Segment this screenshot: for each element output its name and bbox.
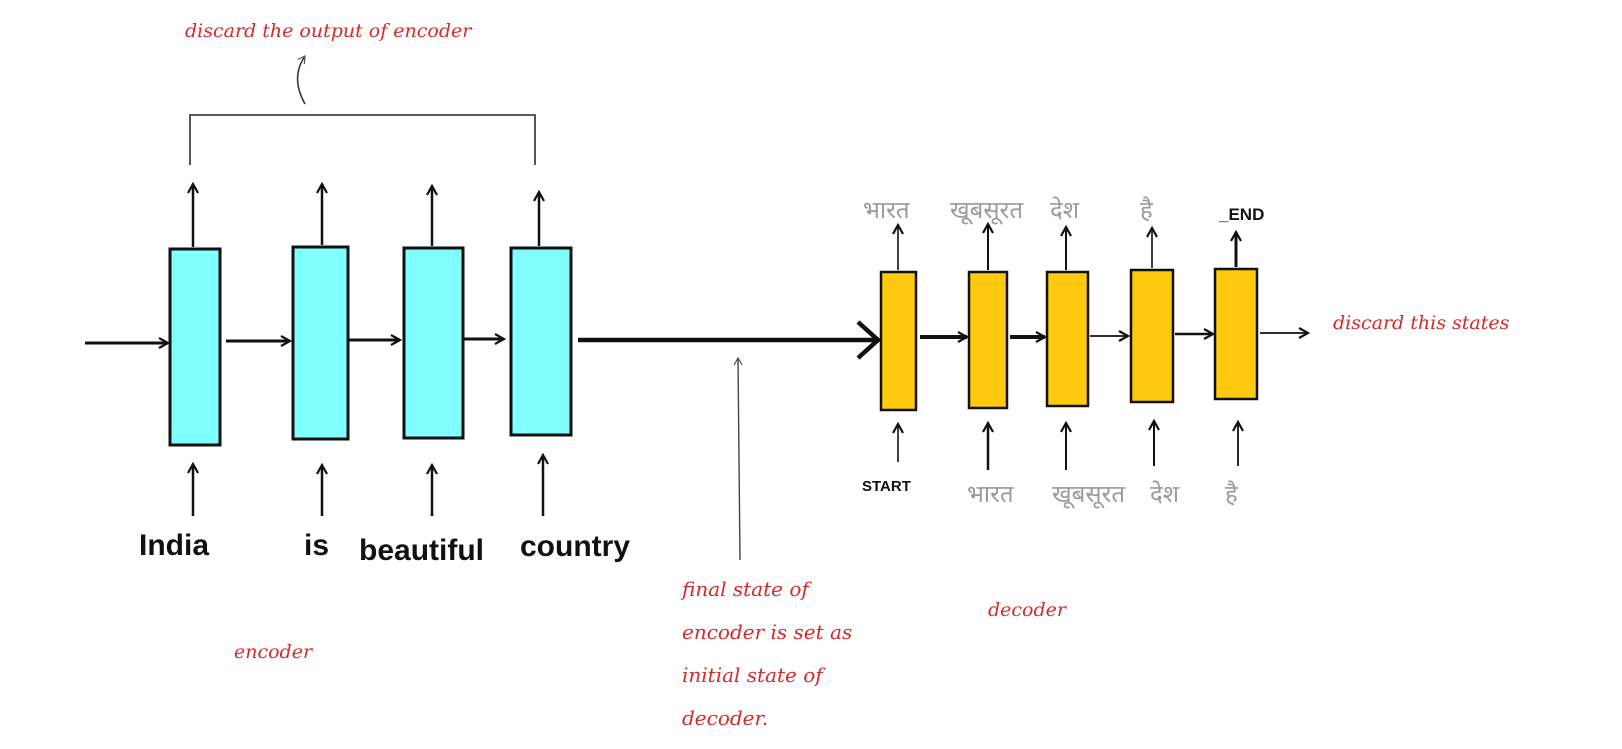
encoder-input-word: is <box>304 529 329 562</box>
encoder-cell <box>509 246 573 437</box>
decoder-cell <box>967 270 1009 410</box>
right-annotation: discard this states <box>1333 312 1510 334</box>
decoder-label: decoder <box>988 599 1068 621</box>
final-state-note-line: decoder. <box>682 706 768 730</box>
decoder-output-word: है <box>1140 196 1154 224</box>
final-state-note-line: encoder is set as <box>682 620 852 644</box>
decoder-input-word: खूबसूरत <box>1052 480 1126 509</box>
encoder-cell <box>291 245 350 441</box>
decoder-input-word: START <box>862 478 911 495</box>
context-vector-arrowhead <box>856 320 882 360</box>
decoder-cell <box>1045 270 1090 408</box>
encoder-input-word: beautiful <box>359 534 484 567</box>
decoder-cell <box>879 270 918 412</box>
up-arrow-to-annotation <box>296 55 306 105</box>
final-state-note-line: initial state of <box>682 663 826 687</box>
decoder-output-word: खूबसूरत <box>950 196 1024 225</box>
encoder-input-word: India <box>139 529 209 562</box>
top-annotation: discard the output of encoder <box>185 20 473 42</box>
decoder-output-word: देश <box>1050 196 1080 224</box>
decoder-input-word: देश <box>1150 480 1180 508</box>
decoder-output-word: भारत <box>863 196 911 224</box>
decoder-input-word: भारत <box>967 480 1015 508</box>
encoder-input-word: country <box>520 530 630 563</box>
encoder-output-bracket <box>189 114 536 165</box>
final-state-pointer-arrow <box>733 356 743 561</box>
encoder-label: encoder <box>234 641 314 663</box>
decoder-output-word: _END <box>1218 205 1264 224</box>
encoder-cell <box>402 246 465 440</box>
final-state-note-line: final state of <box>680 577 812 601</box>
decoder-cell <box>1213 267 1259 401</box>
decoder-cell <box>1129 268 1175 404</box>
encoder-cell <box>168 247 222 447</box>
decoder-input-word: है <box>1225 480 1239 508</box>
